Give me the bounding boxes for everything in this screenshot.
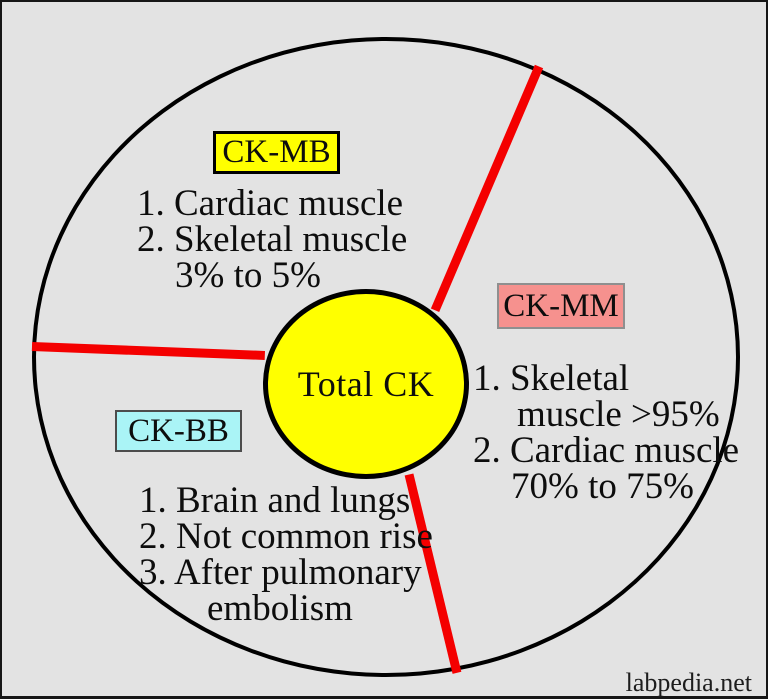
- ck-mm-note-line: muscle >95%: [517, 394, 720, 435]
- ck-bb-note-line: 1. Brain and lungs: [139, 480, 411, 521]
- watermark: labpedia.net: [625, 668, 752, 697]
- total-ck-label: Total CK: [297, 364, 435, 404]
- total-ck-outer-circle: [32, 37, 740, 677]
- ck-mb-note-line: 2. Skeletal muscle: [137, 219, 408, 260]
- ck-bb-label: CK-BB: [128, 412, 229, 449]
- ck-mb-label-box: CK-MB: [213, 131, 340, 174]
- ck-mb-note-line: 1. Cardiac muscle: [137, 183, 404, 224]
- ck-mm-notes: 1. Skeletal muscle >95% 2. Cardiac muscl…: [473, 358, 740, 507]
- ck-mm-note-line: 2. Cardiac muscle: [473, 430, 740, 471]
- ck-bb-note-line: 2. Not common rise: [139, 516, 433, 557]
- ck-mm-label: CK-MM: [503, 287, 619, 324]
- ck-mm-note-line: 1. Skeletal: [473, 358, 630, 399]
- ck-bb-label-box: CK-BB: [115, 410, 242, 452]
- ck-bb-notes: 1. Brain and lungs 2. Not common rise 3.…: [139, 480, 433, 629]
- ck-bb-note-line: 3. After pulmonary: [139, 552, 422, 593]
- ck-mm-label-box: CK-MM: [497, 283, 625, 329]
- ck-mb-label: CK-MB: [222, 134, 331, 170]
- ck-mm-note-line: 70% to 75%: [511, 466, 694, 507]
- ck-bb-note-line: embolism: [207, 588, 353, 629]
- ck-mb-note-line: 3% to 5%: [175, 255, 321, 296]
- total-ck-circle: Total CK: [263, 289, 469, 479]
- ck-mb-notes: 1. Cardiac muscle 2. Skeletal muscle 3% …: [137, 183, 408, 296]
